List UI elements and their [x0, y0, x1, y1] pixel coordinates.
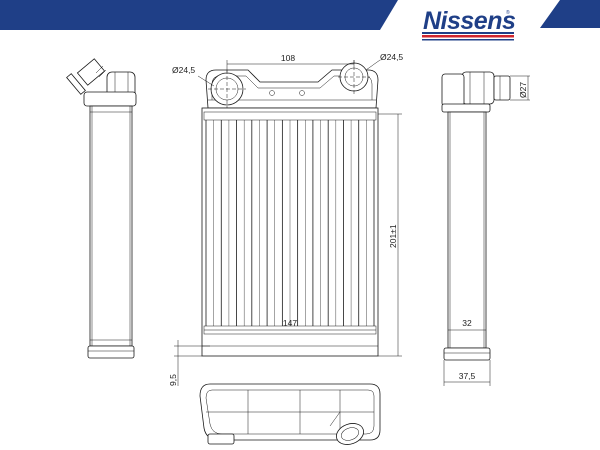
right-side-view — [441, 71, 511, 361]
dim-top-pipe-spacing: 108 — [281, 53, 295, 63]
left-header-tank — [83, 91, 137, 107]
left-blue-band — [0, 0, 398, 30]
dim-core-width: 147 — [283, 318, 297, 328]
right-pipe-nozzle — [493, 75, 511, 101]
right-blue-band — [540, 0, 600, 28]
dim-core-height: 201±1 — [388, 224, 398, 248]
front-core-tubes — [205, 120, 375, 326]
side-dimensions: Ø27 32 37,5 — [443, 75, 530, 386]
front-dimensions: 108 Ø24,5 Ø24,5 201±1 147 9,5 — [168, 52, 403, 386]
right-header-tank — [441, 73, 465, 107]
right-core — [447, 111, 487, 349]
logo-stripe-navy-bottom — [422, 39, 514, 41]
dim-pipe-diameter-left: Ø24,5 — [172, 65, 195, 75]
front-top-tank — [205, 69, 379, 109]
dim-core-depth: 32 — [462, 318, 472, 328]
logo-stripe-red — [422, 35, 514, 38]
logo-wordmark: Nissens — [423, 7, 516, 35]
logo-trademark: ® — [506, 9, 510, 16]
dim-tank-offset: 9,5 — [168, 374, 178, 386]
left-core — [89, 105, 133, 347]
left-bottom-tank — [87, 345, 135, 359]
logo-stripe-navy-top — [422, 32, 514, 34]
dim-pipe-diameter-right: Ø24,5 — [380, 52, 403, 62]
dim-side-pipe-diameter: Ø27 — [518, 82, 528, 98]
front-left-pipe — [208, 70, 246, 108]
bottom-left-nozzle — [207, 433, 235, 445]
bottom-view — [199, 383, 381, 445]
dim-total-depth: 37,5 — [459, 371, 476, 381]
right-bottom-tank — [443, 347, 491, 361]
right-pipe-body — [461, 71, 495, 105]
front-view — [201, 60, 379, 357]
bottom-right-pipe — [329, 411, 364, 445]
nissens-logo: Nissens ® — [422, 7, 516, 41]
header-banner — [0, 0, 600, 30]
left-side-view — [66, 58, 137, 359]
